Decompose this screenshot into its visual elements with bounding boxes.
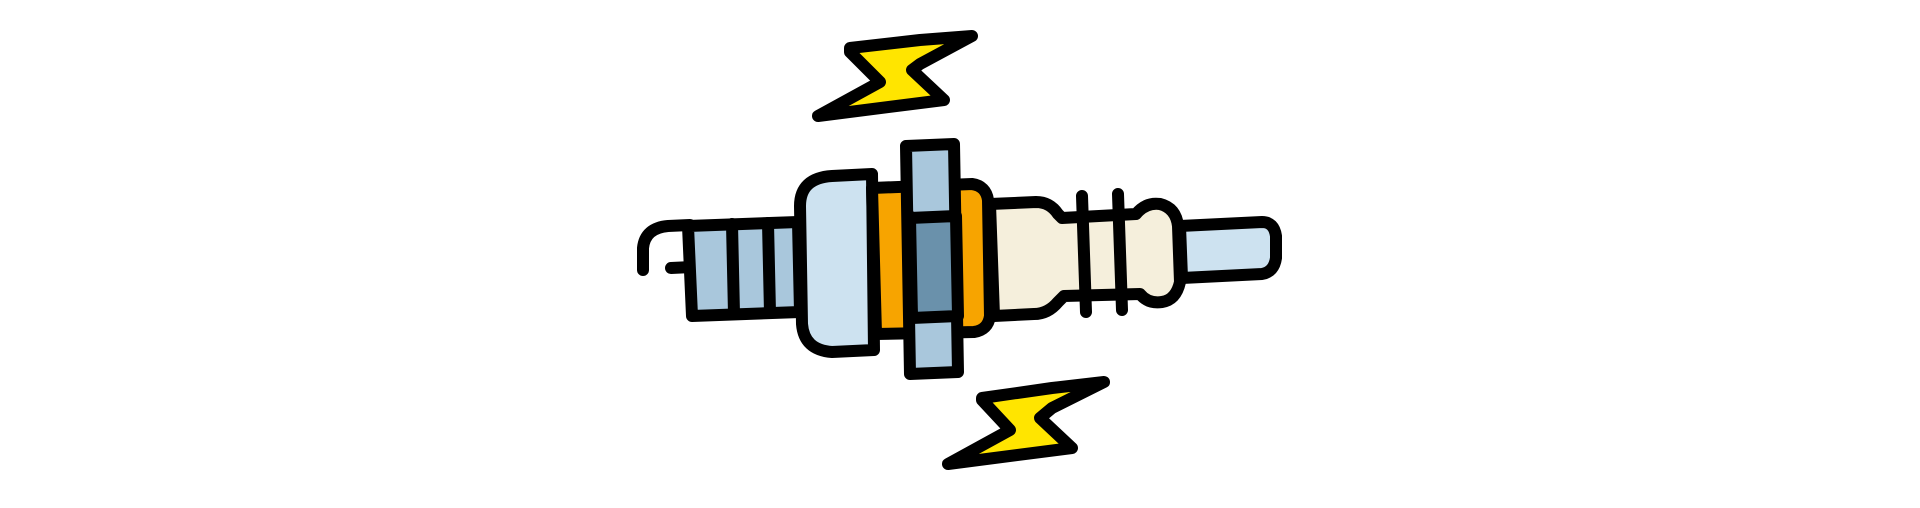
spark-plug-icon [637,138,1282,380]
electrode-tip [1174,216,1282,284]
lightning-bolt-icon [812,30,978,122]
body-cap [794,168,880,358]
lightning-bolt-icon [942,376,1110,470]
ribbed-body [682,216,806,322]
terminal-hook [637,219,696,276]
